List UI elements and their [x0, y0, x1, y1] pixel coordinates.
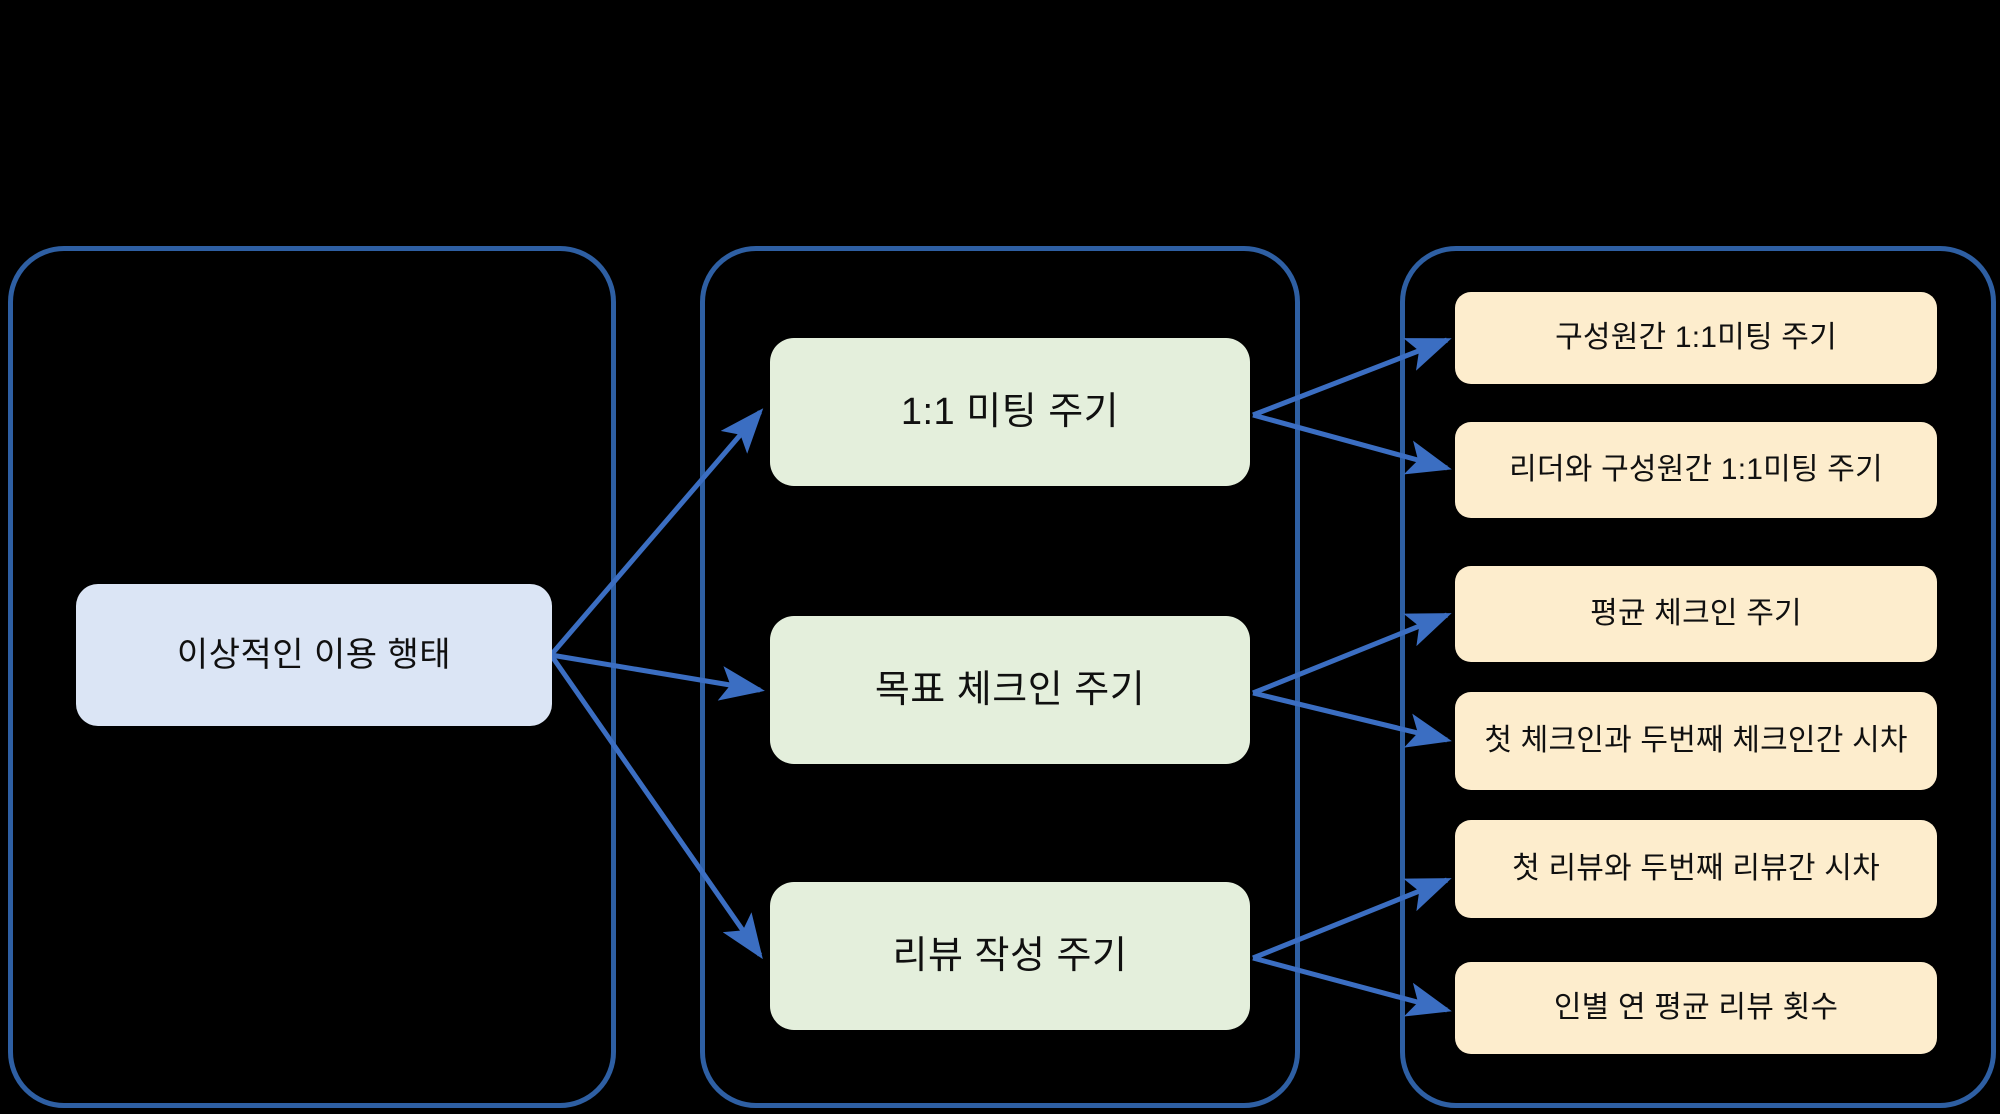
- node-metric-2[interactable]: 리더와 구성원간 1:1미팅 주기: [1455, 422, 1937, 518]
- node-metric-2-label: 리더와 구성원간 1:1미팅 주기: [1509, 453, 1883, 487]
- node-cycle-3-label: 리뷰 작성 주기: [892, 934, 1128, 977]
- node-cycle-2[interactable]: 목표 체크인 주기: [770, 616, 1250, 764]
- node-metric-1-label: 구성원간 1:1미팅 주기: [1555, 321, 1837, 355]
- node-metric-4-label: 첫 체크인과 두번째 체크인간 시차: [1484, 724, 1908, 758]
- node-metric-3[interactable]: 평균 체크인 주기: [1455, 566, 1937, 662]
- node-root-label: 이상적인 이용 행태: [176, 635, 452, 674]
- node-metric-1[interactable]: 구성원간 1:1미팅 주기: [1455, 292, 1937, 384]
- node-root[interactable]: 이상적인 이용 행태: [76, 584, 552, 726]
- node-metric-6-label: 인별 연 평균 리뷰 횟수: [1553, 991, 1839, 1025]
- node-metric-5[interactable]: 첫 리뷰와 두번째 리뷰간 시차: [1455, 820, 1937, 918]
- node-cycle-1[interactable]: 1:1 미팅 주기: [770, 338, 1250, 486]
- node-metric-4[interactable]: 첫 체크인과 두번째 체크인간 시차: [1455, 692, 1937, 790]
- node-metric-6[interactable]: 인별 연 평균 리뷰 횟수: [1455, 962, 1937, 1054]
- node-cycle-2-label: 목표 체크인 주기: [874, 668, 1146, 711]
- node-metric-5-label: 첫 리뷰와 두번째 리뷰간 시차: [1512, 852, 1880, 886]
- node-metric-3-label: 평균 체크인 주기: [1590, 597, 1802, 631]
- node-cycle-3[interactable]: 리뷰 작성 주기: [770, 882, 1250, 1030]
- node-cycle-1-label: 1:1 미팅 주기: [900, 390, 1120, 433]
